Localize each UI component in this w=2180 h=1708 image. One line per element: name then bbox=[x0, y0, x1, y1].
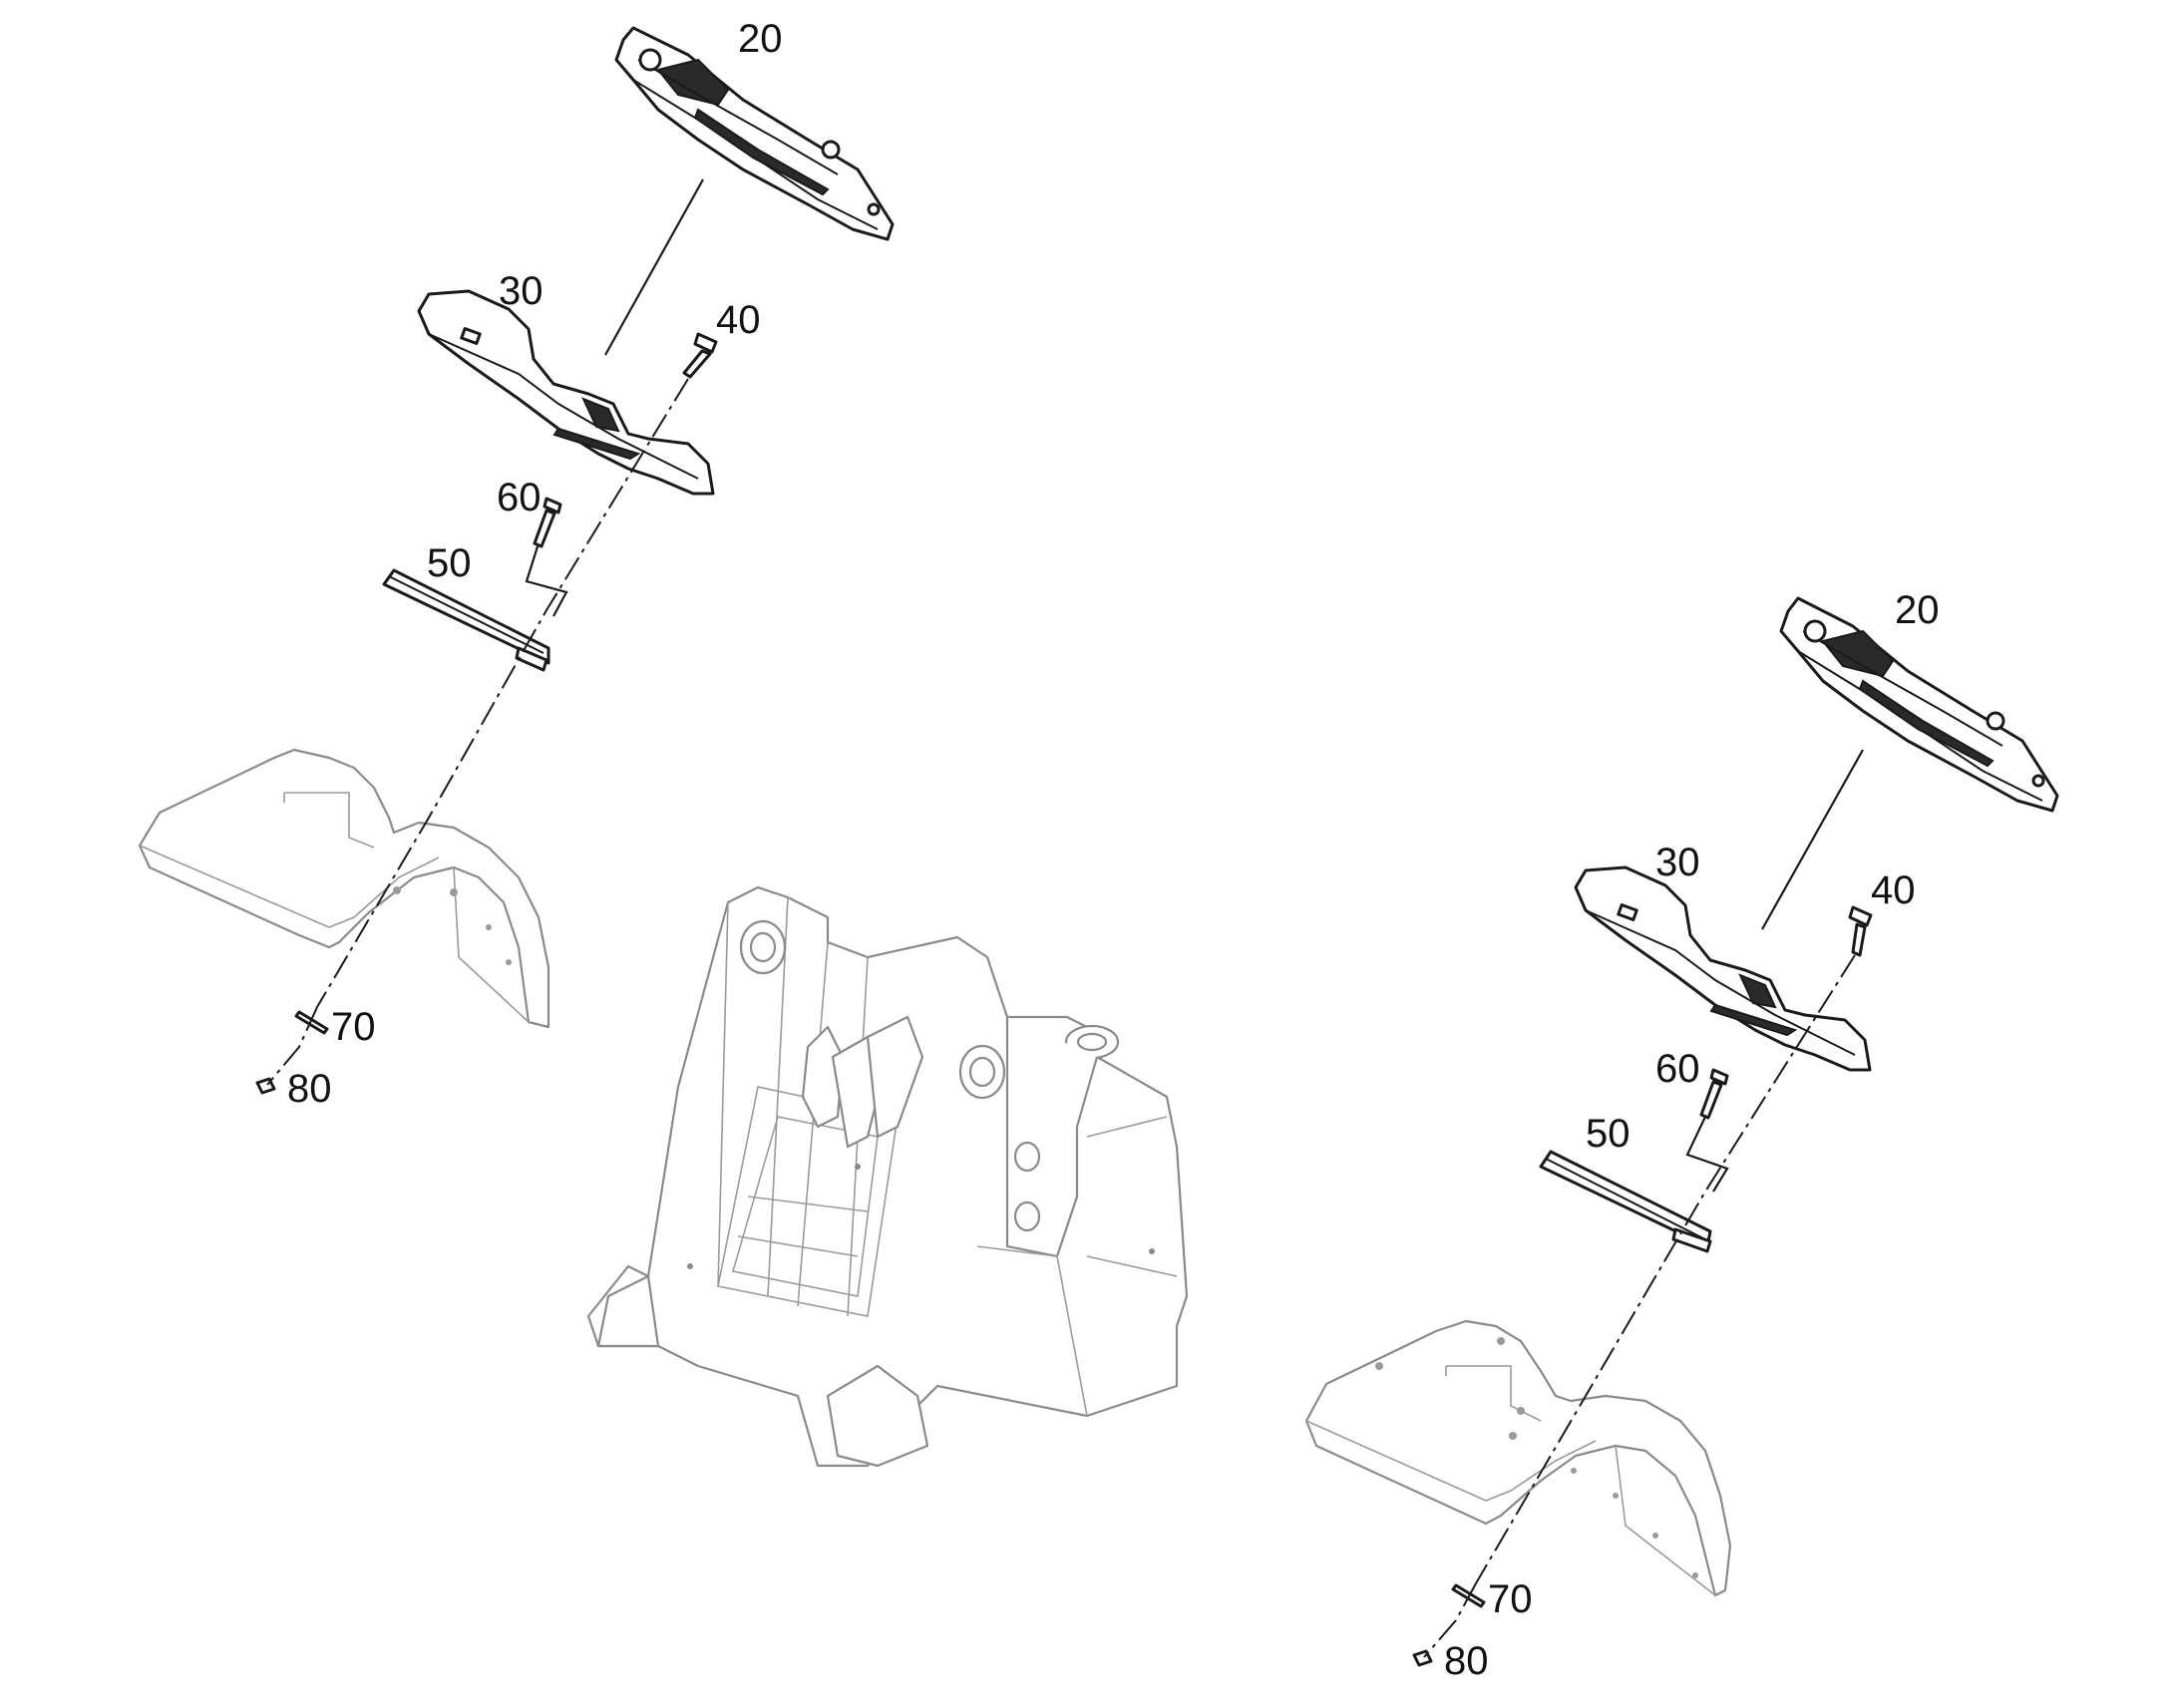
left-callout-80: 80 bbox=[287, 1067, 332, 1111]
left-part-60-bolt bbox=[533, 497, 562, 548]
left-fender bbox=[138, 748, 550, 1029]
right-callout-70: 70 bbox=[1488, 1577, 1533, 1621]
left-part-50-rail bbox=[382, 568, 550, 672]
right-part-50-rail bbox=[1539, 1150, 1712, 1253]
left-part-30-liner-panel bbox=[417, 289, 715, 496]
right-callout-40: 40 bbox=[1871, 868, 1916, 912]
left-callout-50: 50 bbox=[427, 541, 472, 585]
left-leader-lines bbox=[266, 178, 704, 1086]
left-assembly: 20 30 40 60 50 70 80 bbox=[138, 17, 895, 1111]
right-callout-30: 30 bbox=[1655, 841, 1700, 884]
right-leader-lines bbox=[1423, 749, 1864, 1658]
left-part-40-screw bbox=[682, 332, 718, 379]
right-callout-20: 20 bbox=[1895, 588, 1940, 632]
right-part-30-liner-panel bbox=[1574, 865, 1872, 1072]
left-callouts: 20 30 40 60 50 70 80 bbox=[287, 17, 783, 1111]
right-part-40-screw bbox=[1848, 905, 1873, 957]
left-callout-20: 20 bbox=[738, 17, 783, 61]
right-callout-50: 50 bbox=[1586, 1112, 1631, 1156]
left-callout-40: 40 bbox=[716, 298, 761, 342]
left-callout-60: 60 bbox=[497, 476, 542, 519]
right-callout-60: 60 bbox=[1655, 1047, 1700, 1091]
left-part-20-cover-panel bbox=[614, 26, 895, 241]
right-assembly: 20 30 40 60 50 70 80 bbox=[1304, 588, 2059, 1683]
left-callout-30: 30 bbox=[499, 269, 544, 313]
front-frame bbox=[586, 885, 1189, 1468]
right-part-20-cover-panel bbox=[1779, 596, 2059, 813]
left-callout-70: 70 bbox=[331, 1005, 376, 1049]
left-part-70-washer bbox=[294, 1010, 329, 1035]
right-callouts: 20 30 40 60 50 70 80 bbox=[1444, 588, 1940, 1683]
right-callout-80: 80 bbox=[1444, 1639, 1489, 1683]
right-fender bbox=[1304, 1319, 1732, 1597]
right-part-60-bolt bbox=[1699, 1068, 1729, 1120]
